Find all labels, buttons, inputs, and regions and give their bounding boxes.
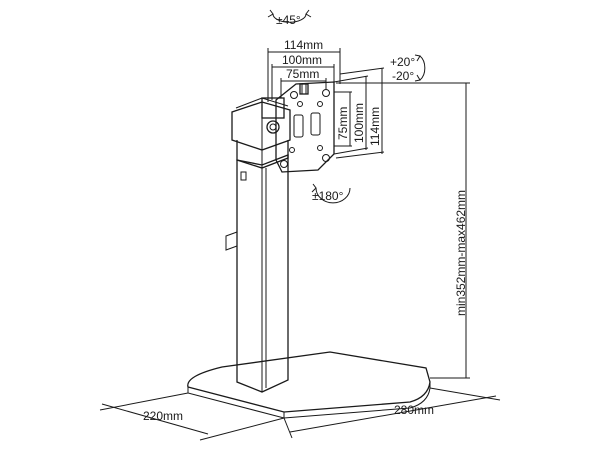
vesa-height-dimensions	[333, 67, 385, 159]
rotation-arrow-icon	[311, 183, 351, 204]
base-width-label: 220mm	[143, 409, 183, 423]
tilt-down-label: -20°	[392, 69, 414, 83]
swivel-arrow-icon	[267, 9, 312, 23]
vesa-height-inner-label: 75mm	[336, 107, 350, 140]
height-dimension	[336, 82, 470, 379]
height-range-label: min352mm-max462mm	[454, 190, 468, 316]
vesa-width-outer-label: 114mm	[284, 38, 323, 52]
tilt-arrow-icon	[414, 54, 426, 82]
base-width-dimension	[99, 392, 285, 441]
vesa-plate	[275, 81, 335, 173]
support-column	[225, 97, 291, 393]
base-plate	[187, 351, 431, 419]
base-depth-label: 280mm	[394, 403, 434, 417]
base-depth-dimension	[283, 387, 501, 439]
vesa-width-dimensions	[267, 48, 341, 102]
vesa-height-outer-label: 114mm	[368, 107, 382, 146]
vesa-height-mid-label: 100mm	[352, 103, 366, 143]
vesa-width-inner-label: 75mm	[286, 67, 319, 81]
rotate-label: ±180°	[312, 189, 344, 203]
vesa-width-mid-label: 100mm	[282, 53, 322, 67]
swivel-label: ±45°	[276, 13, 301, 27]
tilt-up-label: +20°	[390, 55, 415, 69]
